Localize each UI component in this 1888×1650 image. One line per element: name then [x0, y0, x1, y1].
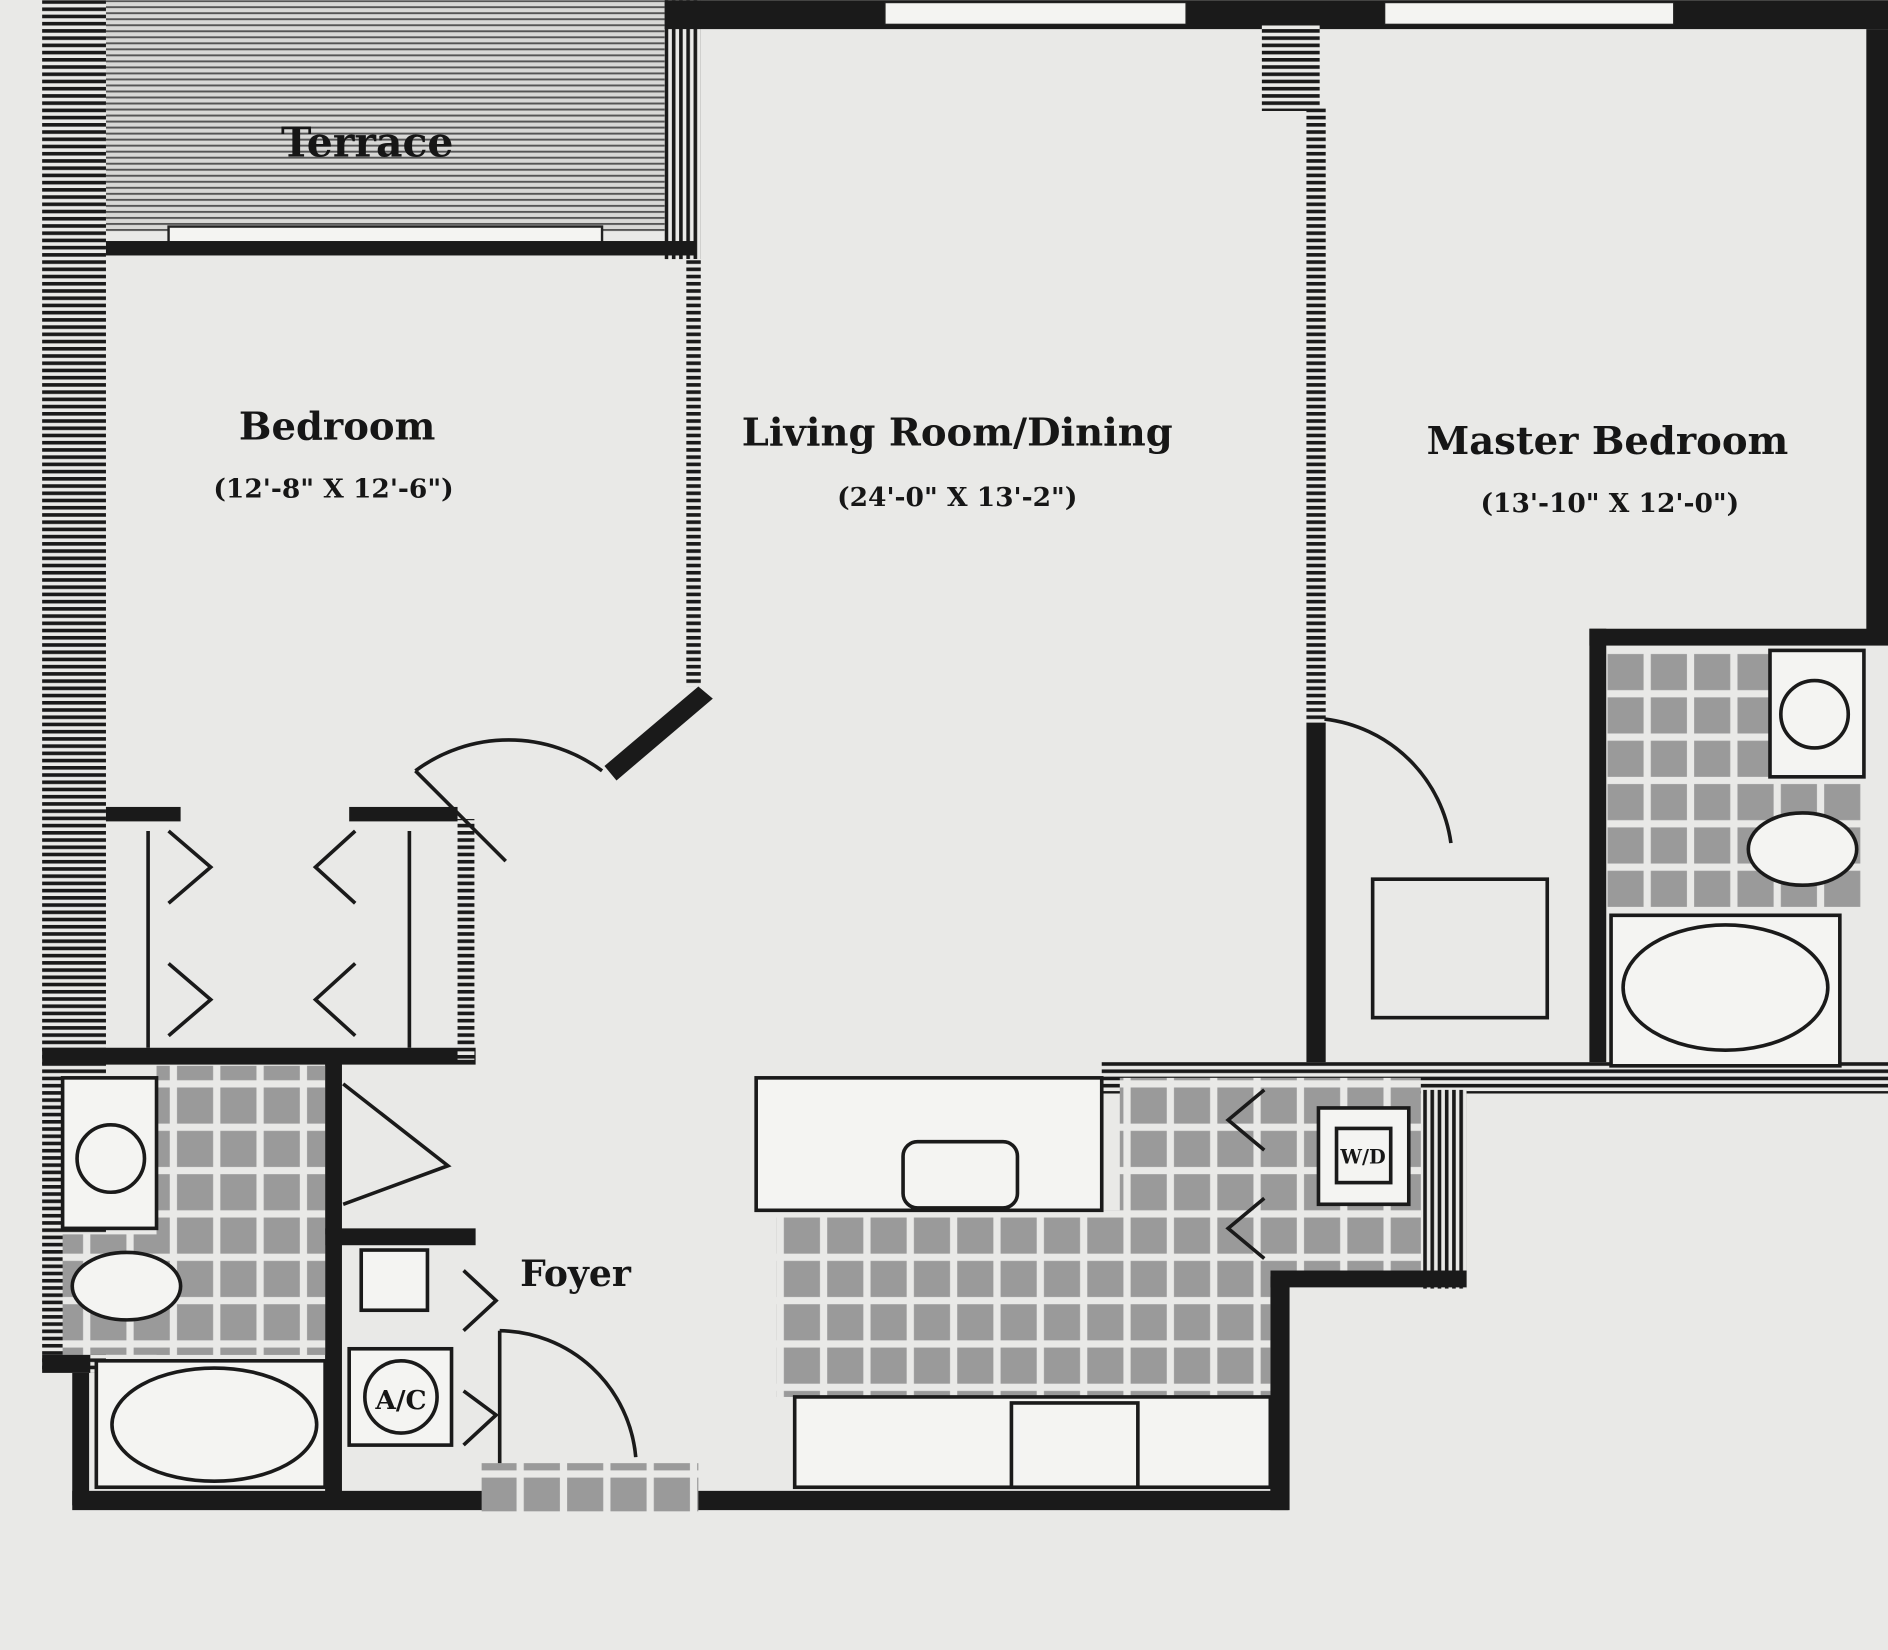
wd-label: W/D: [1339, 1145, 1385, 1168]
terrace-label: Terrace: [281, 119, 453, 167]
toilet-icon: [1746, 811, 1859, 888]
doors: [146, 717, 1453, 1464]
sink-icon: [1779, 678, 1851, 750]
fixtures: [60, 648, 1866, 1490]
closet-doors: [167, 829, 357, 1038]
sink-icon: [75, 1123, 147, 1195]
master-dimensions: (13'-10" X 12'-0"): [1481, 488, 1740, 519]
bathtub-icon: [1621, 923, 1830, 1052]
master-door: [1324, 717, 1453, 844]
toilet-icon: [70, 1250, 183, 1322]
terrace: Terrace: [105, 0, 665, 250]
bedroom-door: [414, 738, 604, 773]
entry-door: [499, 1328, 638, 1458]
foyer-label: Foyer: [520, 1252, 632, 1295]
living-dimensions: (24'-0" X 13'-2"): [837, 482, 1077, 513]
bedroom-label: Bedroom: [239, 405, 435, 450]
kitchen-sink-icon: [901, 1139, 1020, 1210]
master-label: Master Bedroom: [1427, 419, 1789, 464]
ac-label: A/C: [374, 1385, 426, 1416]
bedroom-dimensions: (12'-8" X 12'-6"): [213, 473, 453, 504]
room-labels: Bedroom (12'-8" X 12'-6") Living Room/Di…: [213, 405, 1788, 1295]
living-label: Living Room/Dining: [742, 411, 1173, 456]
bathtub-icon: [110, 1366, 319, 1484]
stove-icon: [1009, 1401, 1140, 1490]
